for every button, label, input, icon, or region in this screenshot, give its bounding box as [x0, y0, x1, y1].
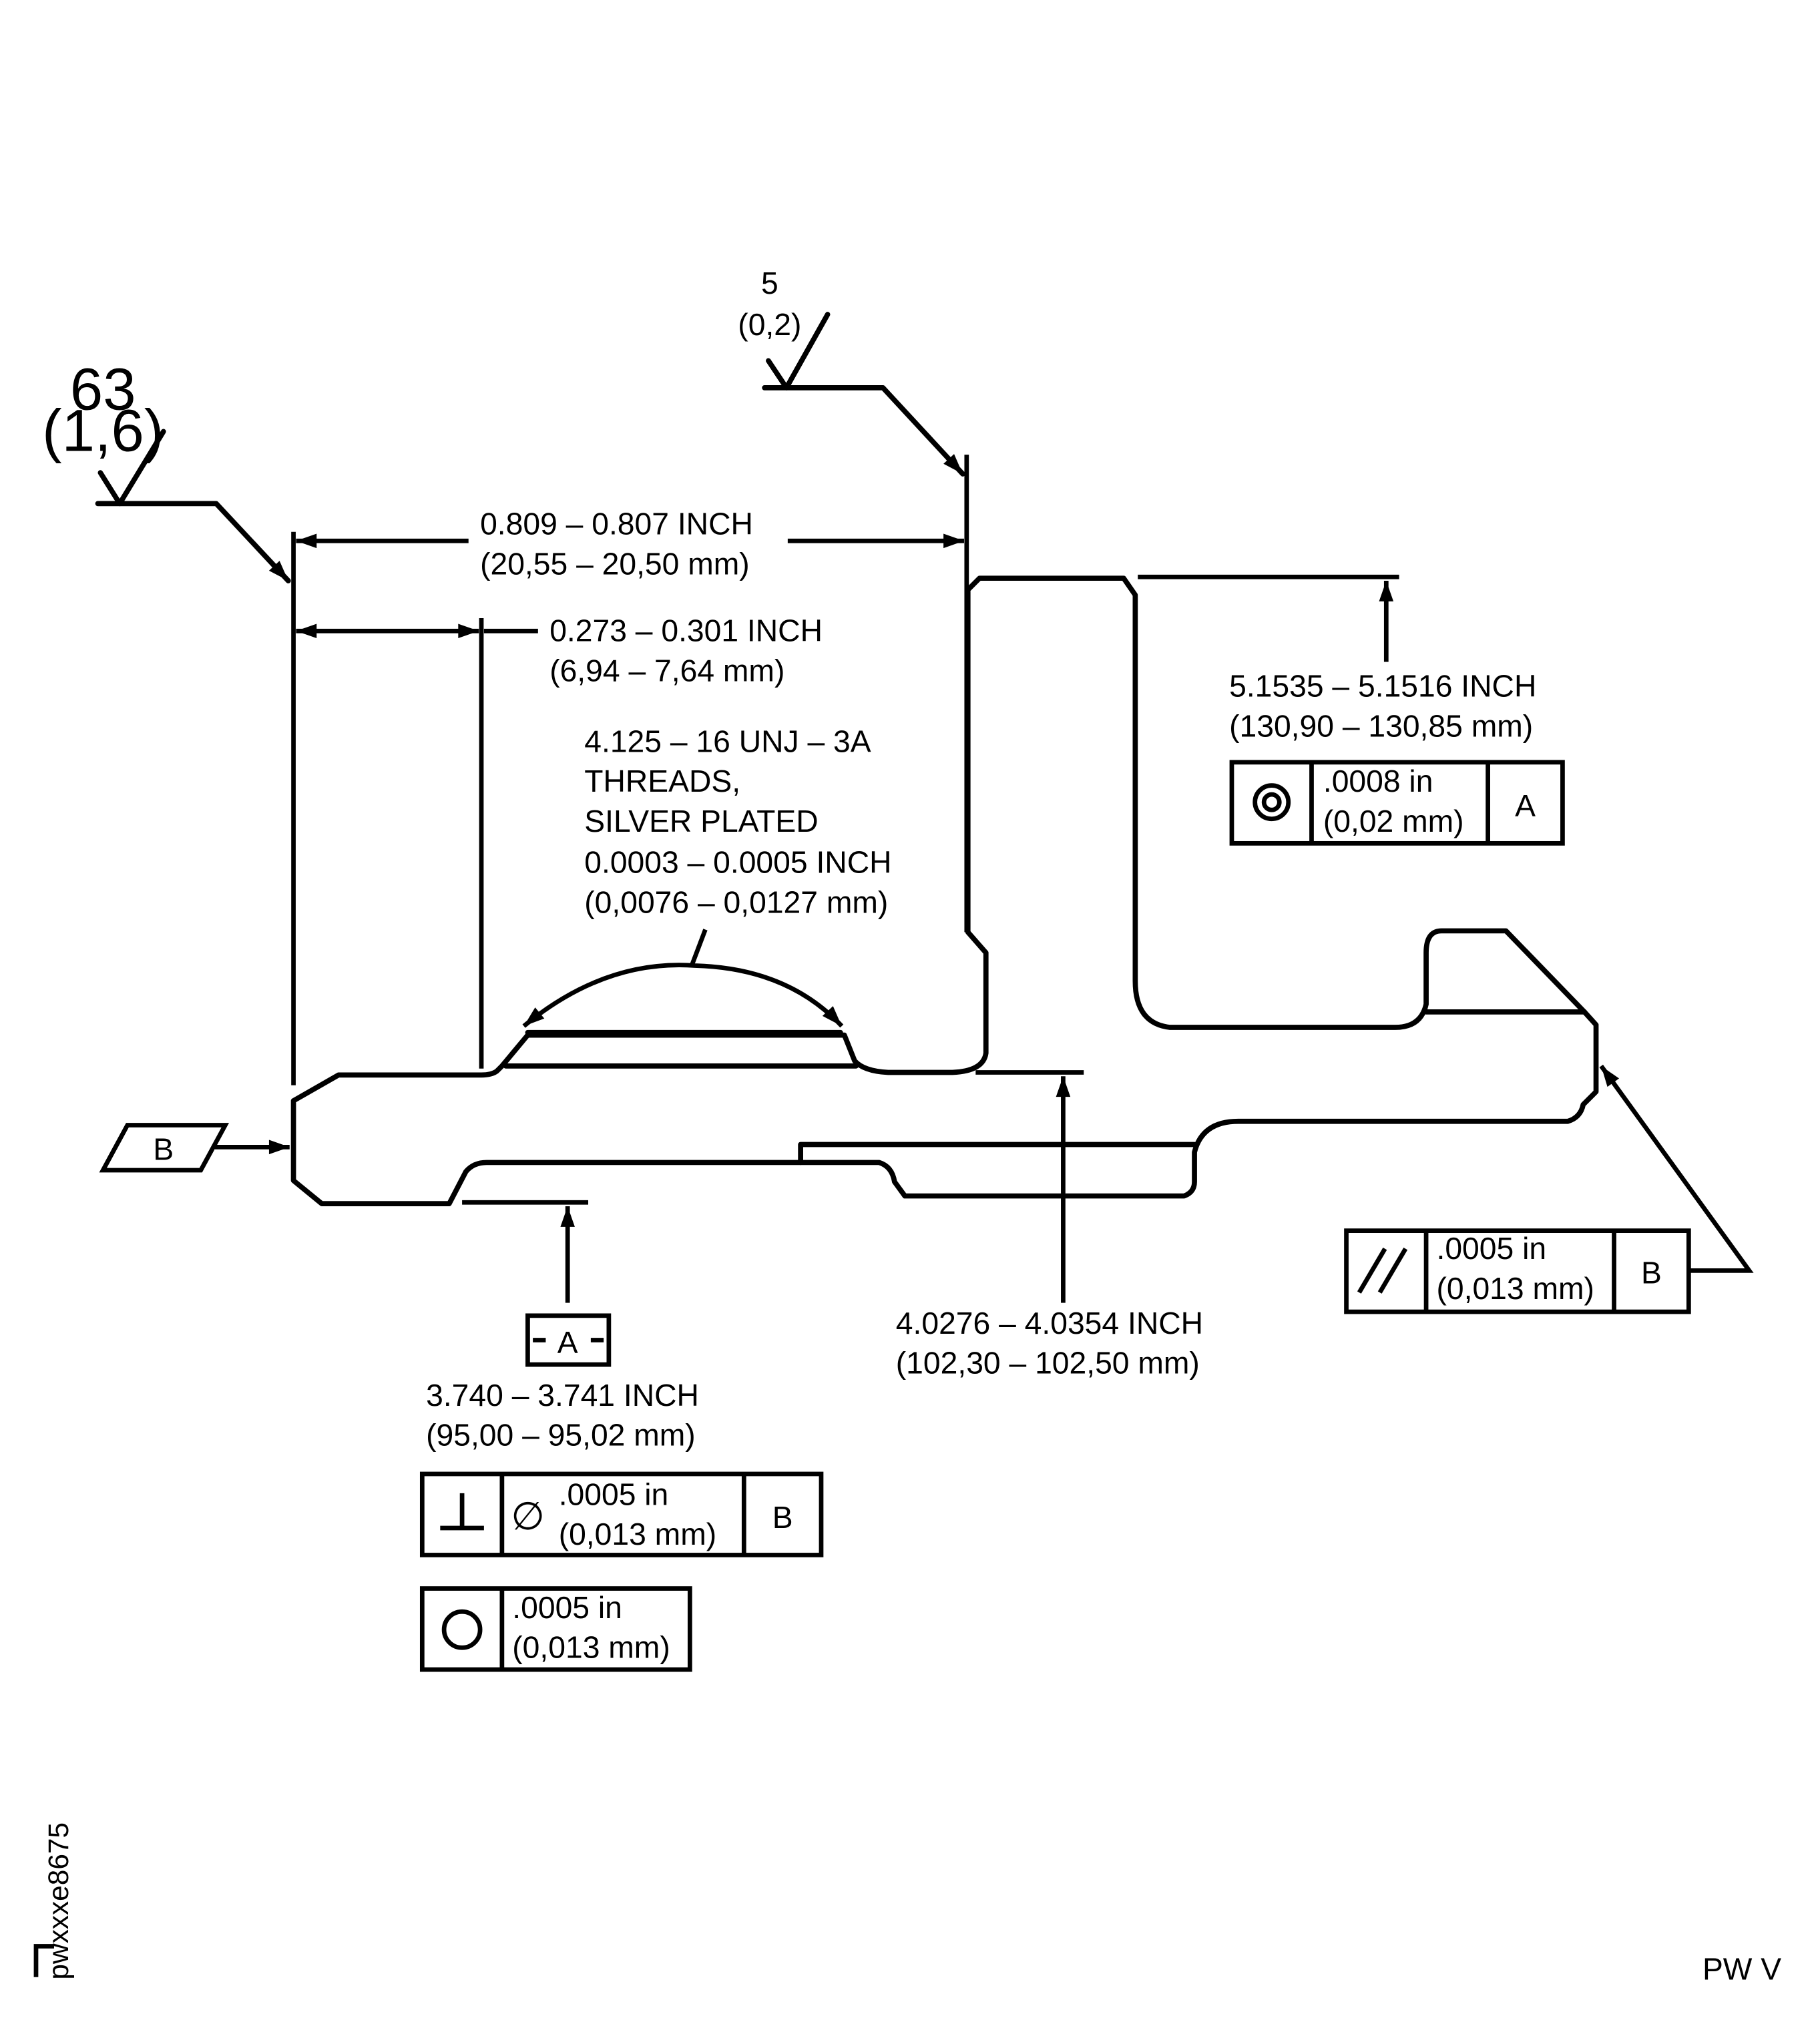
thread-note: 4.125 – 16 UNJ – 3A THREADS, SILVER PLAT… [522, 724, 892, 1028]
thread-note-line-4: 0.0003 – 0.0005 INCH [584, 845, 891, 880]
fcf-parallelism: .0005 in (0,013 mm) B [1344, 1064, 1754, 1314]
dim-bore-diameter-inch: 3.740 – 3.741 INCH [426, 1378, 699, 1413]
dim-flange-diameter: 5.1535 – 5.1516 INCH (130,90 – 130,85 mm… [1138, 574, 1536, 743]
fcf-concentricity-datum: A [1515, 788, 1536, 823]
fcf-perpendicularity-tol: .0005 in [559, 1477, 669, 1511]
fcf-parallelism-datum: B [1641, 1256, 1662, 1290]
dim-bore-diameter: A 3.740 – 3.741 INCH (95,00 – 95,02 mm) [426, 1200, 699, 1453]
datum-a-box: A [525, 1313, 612, 1367]
dim-overall-length-mm: (20,55 – 20,50 mm) [480, 546, 750, 581]
fcf-circularity: .0005 in (0,013 mm) [419, 1586, 692, 1672]
dim-flange-diameter-inch: 5.1535 – 5.1516 INCH [1229, 669, 1536, 704]
fcf-parallelism-tol: .0005 in [1436, 1231, 1546, 1266]
dim-overall-length: 0.809 – 0.807 INCH (20,55 – 20,50 mm) [291, 455, 969, 1085]
thread-note-line-3: SILVER PLATED [584, 804, 818, 838]
fcf-circularity-tol: .0005 in [512, 1590, 622, 1625]
dim-pilot-diameter-inch: 4.0276 – 4.0354 INCH [896, 1306, 1203, 1340]
fcf-circularity-tol-mm: (0,013 mm) [512, 1630, 670, 1665]
datum-b-label: B [153, 1132, 174, 1167]
fcf-parallelism-tol-mm: (0,013 mm) [1436, 1271, 1594, 1306]
dim-overall-length-inch: 0.809 – 0.807 INCH [480, 507, 753, 541]
perpendicularity-icon [440, 1493, 484, 1531]
concentricity-icon [1253, 783, 1291, 822]
surface-finish-top-metric: (0,2) [738, 307, 801, 342]
surface-finish-left-metric: (1,6) [42, 397, 164, 463]
fcf-perpendicularity-datum: B [772, 1500, 793, 1535]
dim-pilot-diameter-mm: (102,30 – 102,50 mm) [896, 1346, 1200, 1380]
fcf-concentricity-tol: .0008 in [1323, 764, 1433, 798]
surface-finish-left: 63 (1,6) [42, 356, 291, 583]
surface-finish-top: 5 (0,2) [738, 266, 965, 477]
fcf-perpendicularity: ∅ .0005 in (0,013 mm) B [419, 1471, 824, 1557]
dim-thread-offset-inch: 0.273 – 0.301 INCH [549, 613, 823, 648]
thread-note-line-2: THREADS, [584, 764, 740, 798]
fcf-concentricity: .0008 in (0,02 mm) A [1229, 760, 1565, 846]
diameter-icon: ∅ [511, 1495, 544, 1538]
datum-a-label: A [557, 1325, 578, 1360]
publisher-label: PW V [1702, 1952, 1781, 1987]
figure-id: pwxxxe8675 [33, 1822, 74, 1980]
surface-finish-top-value: 5 [761, 266, 778, 300]
dim-thread-offset-mm: (6,94 – 7,64 mm) [549, 653, 784, 688]
datum-b-flag: B [99, 1123, 290, 1173]
surface-finish-left-value: 63 [70, 356, 136, 423]
thread-note-line-5: (0,0076 – 0,0127 mm) [584, 885, 888, 919]
fcf-concentricity-tol-mm: (0,02 mm) [1323, 804, 1464, 838]
thread-note-line-1: 4.125 – 16 UNJ – 3A [584, 724, 871, 758]
parallelism-icon [1357, 1247, 1408, 1294]
figure-id-text: pwxxxe8675 [43, 1822, 74, 1980]
dim-pilot-diameter: 4.0276 – 4.0354 INCH (102,30 – 102,50 mm… [896, 1070, 1203, 1380]
dim-bore-diameter-mm: (95,00 – 95,02 mm) [426, 1418, 696, 1453]
circularity-icon [441, 1609, 483, 1650]
dim-flange-diameter-mm: (130,90 – 130,85 mm) [1229, 708, 1533, 743]
dim-thread-offset: 0.273 – 0.301 INCH (6,94 – 7,64 mm) [296, 613, 823, 1069]
fcf-perpendicularity-tol-mm: (0,013 mm) [559, 1517, 716, 1551]
